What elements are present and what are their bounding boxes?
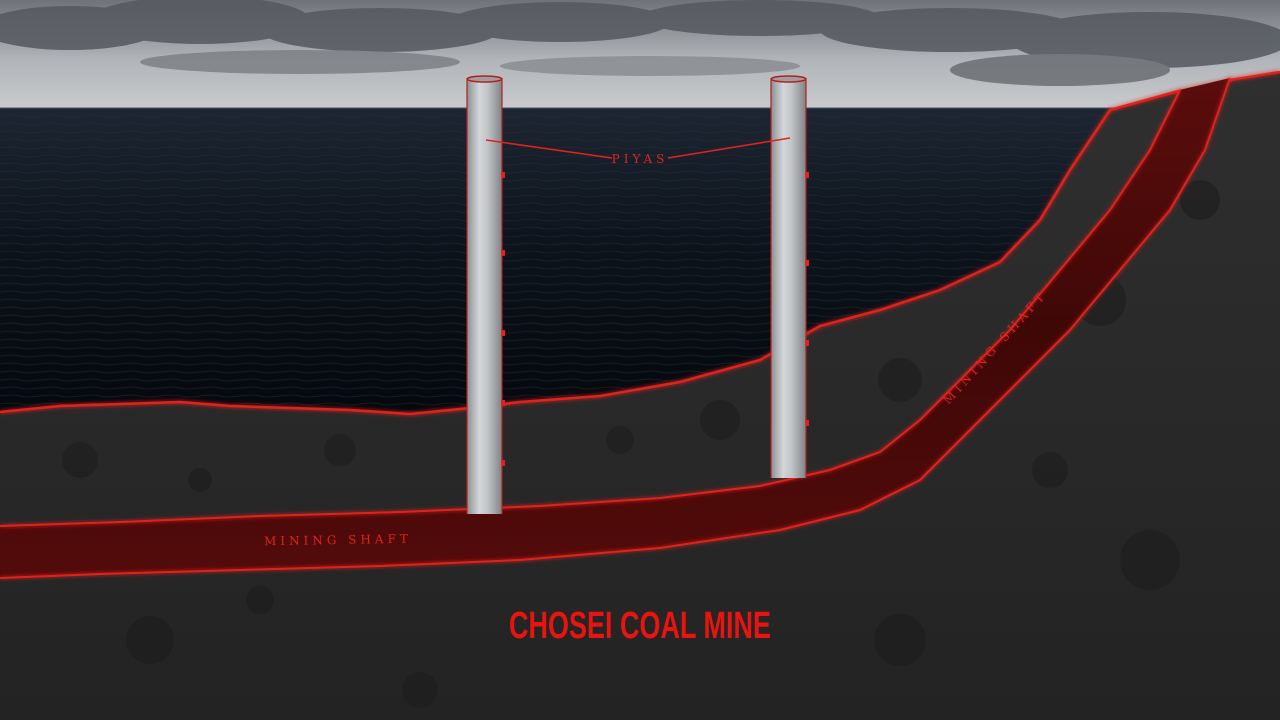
shaft-label-lower: MINING SHAFT bbox=[264, 532, 412, 549]
piyas-label: PIYAS bbox=[612, 152, 669, 166]
diagram-title: CHOSEI COAL MINE bbox=[509, 605, 771, 647]
pillar-right bbox=[771, 76, 809, 478]
